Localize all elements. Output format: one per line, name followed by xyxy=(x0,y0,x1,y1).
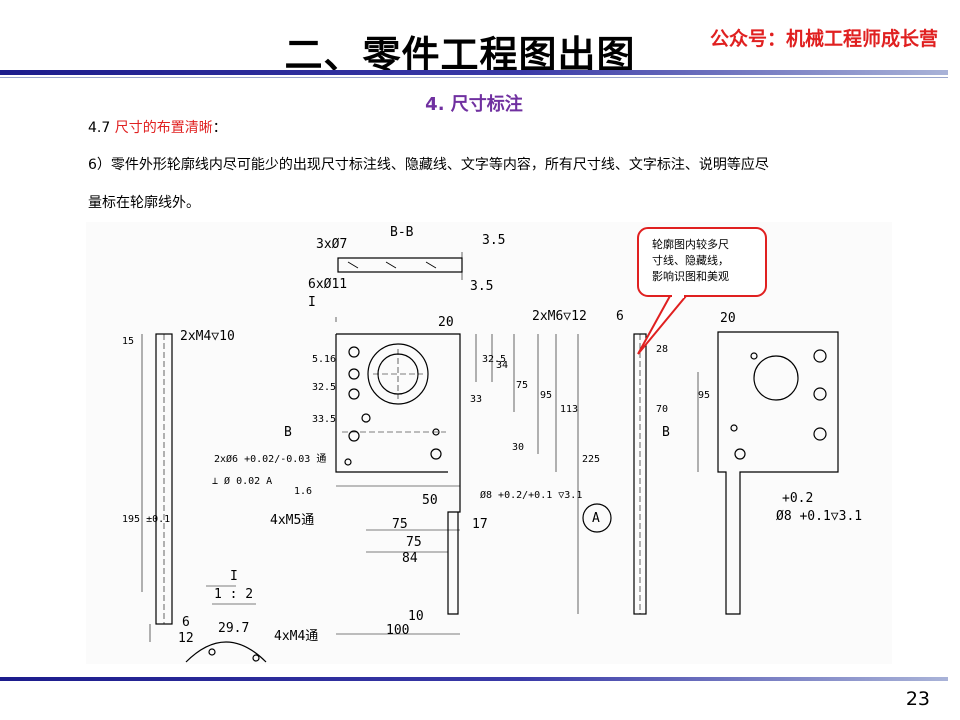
dim-label: 1.6 xyxy=(294,486,312,497)
dim-label: 70 xyxy=(656,404,668,415)
dim-label: 33 xyxy=(470,394,482,405)
front-bore xyxy=(367,343,429,405)
item-number: 4.7 xyxy=(88,120,111,136)
dim-label: 95 xyxy=(698,390,710,401)
front-view-outline xyxy=(336,333,461,615)
dim-label: 50 xyxy=(422,493,438,508)
dim-label: ⊥ Ø 0.02 A xyxy=(212,475,272,487)
dim-label: 100 xyxy=(386,623,409,638)
section-label: B-B xyxy=(390,225,414,240)
dim-label: B xyxy=(662,425,670,440)
dim-label: Ø8 +0.1▽3.1 xyxy=(776,509,862,524)
dim-label: 30 xyxy=(512,442,524,453)
dim-label: 225 xyxy=(582,454,600,465)
section-plate xyxy=(337,257,463,273)
callout-line-3: 影响识图和美观 xyxy=(652,270,729,283)
item-label: 尺寸的布置清晰 xyxy=(114,120,213,136)
dim-label: 2xØ6 +0.02/-0.03 通 xyxy=(214,453,326,465)
dim-label: 4xM5通 xyxy=(270,513,314,528)
dim-label: 2xM6▽12 xyxy=(532,309,587,324)
dim-label: 32.5 xyxy=(482,354,506,365)
dim-label: 6 xyxy=(182,615,190,630)
dim-label: 3xØ7 xyxy=(316,237,347,252)
dim-label: 113 xyxy=(560,404,578,415)
dim-label: 17 xyxy=(472,517,488,532)
section-title: 4. 尺寸标注 xyxy=(425,94,523,115)
dim-label: B xyxy=(284,425,292,440)
dim-label: 6xØ11 xyxy=(308,277,347,292)
dim-label: 1 : 2 xyxy=(214,587,253,602)
dim-label: 12 xyxy=(178,631,194,646)
dim-label: 34 xyxy=(496,360,508,371)
header-divider-thin xyxy=(0,77,948,78)
header-divider xyxy=(0,70,948,75)
dim-label: Ø8 +0.2/+0.1 ▽3.1 xyxy=(480,489,582,501)
dim-label: 84 xyxy=(402,551,418,566)
dim-label: 29.7 xyxy=(218,621,249,636)
item-colon: ： xyxy=(212,120,227,136)
drawing-canvas: 轮廓图内较多尺 寸线、隐藏线， 影响识图和美观 B-B 3xØ7 6xØ11 3… xyxy=(122,225,862,663)
brand-label: 公众号：机械工程师成长营 xyxy=(709,28,938,50)
dim-label: 4xM4通 xyxy=(274,629,318,644)
dim-label: 5.16 xyxy=(312,354,336,365)
dim-label: 2xM4▽10 xyxy=(180,329,235,344)
paragraph-line-1: 6）零件外形轮廓线内尽可能少的出现尺寸标注线、隐藏线、文字等内容，所有尺寸线、文… xyxy=(88,157,769,173)
dim-label: 10 xyxy=(408,609,424,624)
right-view-outline xyxy=(717,331,839,615)
dim-label: 15 xyxy=(122,336,134,347)
dim-label: 195 ±0.1 xyxy=(122,514,170,525)
dim-label: 95 xyxy=(540,390,552,401)
page-title: 二、零件工程图出图 xyxy=(284,33,636,77)
dim-label: 32.5 xyxy=(312,382,336,393)
dim-label: I xyxy=(308,295,316,310)
dim-label: 75 xyxy=(392,517,408,532)
dim-label: I xyxy=(230,569,238,584)
dim-label: 75 xyxy=(406,535,422,550)
callout-line-2: 寸线、隐藏线， xyxy=(652,253,729,267)
callout-line-1: 轮廓图内较多尺 xyxy=(652,237,729,251)
dim-label: A xyxy=(592,511,600,526)
dim-label: +0.2 xyxy=(782,491,813,506)
dim-label: 28 xyxy=(656,344,668,355)
footer-divider xyxy=(0,677,948,681)
page-number: 23 xyxy=(905,688,930,710)
dim-label: 75 xyxy=(516,380,528,391)
paragraph-line-2: 量标在轮廓线外。 xyxy=(88,195,200,211)
dim-label: 20 xyxy=(720,311,736,326)
datum-a-circle xyxy=(582,503,612,533)
dim-label: 6 xyxy=(616,309,624,324)
dim-label: 20 xyxy=(438,315,454,330)
item-heading: 4.7 尺寸的布置清晰： xyxy=(88,117,227,137)
engineering-drawing: 轮廓图内较多尺 寸线、隐藏线， 影响识图和美观 B-B 3xØ7 6xØ11 3… xyxy=(86,222,892,664)
dim-label: 3.5 xyxy=(470,279,493,294)
dim-label: 33.5 xyxy=(312,414,336,425)
callout xyxy=(637,227,767,355)
dim-label: 3.5 xyxy=(482,233,505,248)
